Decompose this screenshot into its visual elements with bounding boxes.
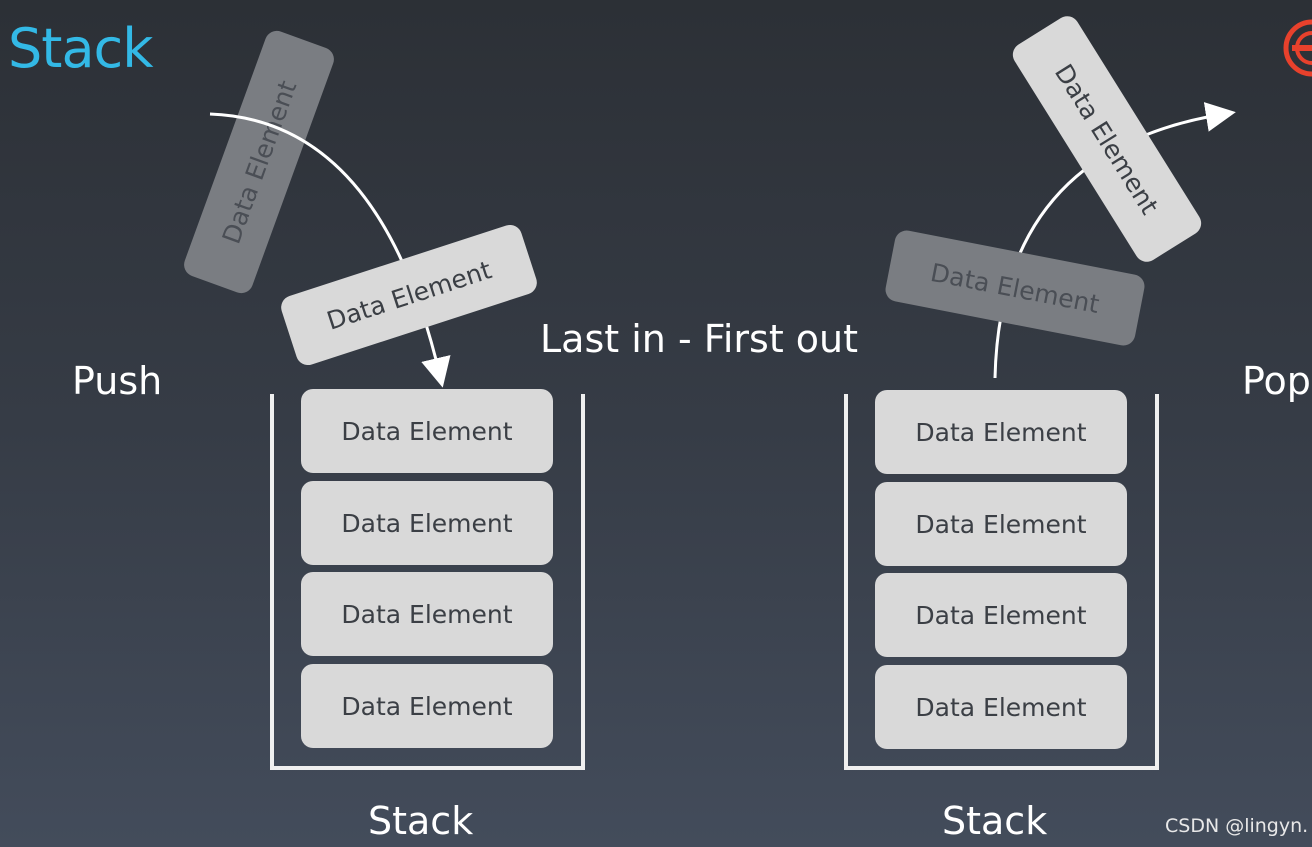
lifo-caption: Last in - First out — [540, 317, 859, 361]
circular-logo-icon — [1283, 19, 1312, 77]
right-stack-container — [844, 394, 1159, 770]
left-stack-container — [270, 394, 585, 770]
page-title: Stack — [8, 17, 154, 80]
pop-label: Pop — [1242, 359, 1311, 403]
right-stack-element-label: Data Element — [915, 509, 1087, 539]
right-stack-element-1: Data Element — [875, 390, 1127, 474]
left-stack-element-4: Data Element — [301, 664, 553, 748]
left-stack-element-label: Data Element — [341, 508, 513, 538]
left-stack-element-1: Data Element — [301, 389, 553, 473]
left-stack-element-label: Data Element — [341, 691, 513, 721]
left-stack-element-2: Data Element — [301, 481, 553, 565]
right-stack-element-label: Data Element — [915, 600, 1087, 630]
right-stack-element-3: Data Element — [875, 573, 1127, 657]
left-stack-element-label: Data Element — [341, 416, 513, 446]
push-label: Push — [72, 359, 163, 403]
right-stack-caption: Stack — [942, 799, 1048, 843]
pop-ghost-element-label: Data Element — [928, 257, 1102, 319]
right-stack-element-4: Data Element — [875, 665, 1127, 749]
left-stack-caption: Stack — [368, 799, 474, 843]
right-stack-element-label: Data Element — [915, 692, 1087, 722]
left-stack-element-label: Data Element — [341, 599, 513, 629]
left-stack-element-3: Data Element — [301, 572, 553, 656]
right-stack-element-2: Data Element — [875, 482, 1127, 566]
right-stack-element-label: Data Element — [915, 417, 1087, 447]
watermark: CSDN @lingyn. — [1165, 815, 1309, 837]
